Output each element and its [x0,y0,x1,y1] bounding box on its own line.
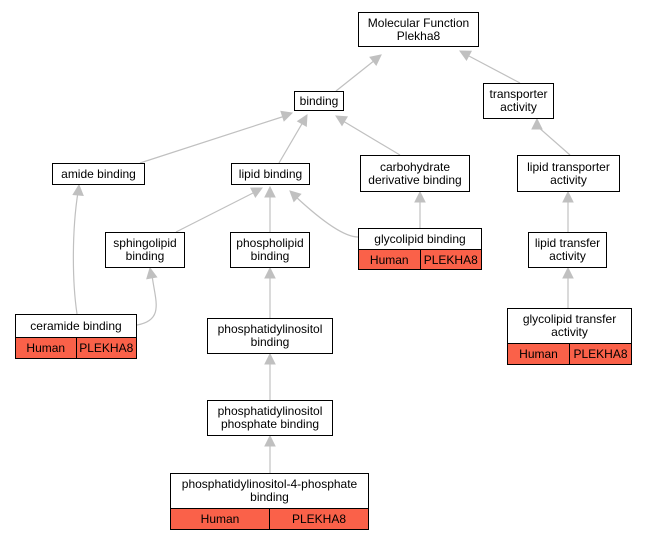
edge-line [342,120,401,156]
node-label: phosphatidylinositol binding [217,322,323,349]
node-label: lipid binding [238,166,303,181]
node-phospholipid-binding[interactable]: phospholipid binding [230,232,310,268]
edge-arrowhead [335,115,348,127]
gene-annotation-glycolipid-binding: Human PLEKHA8 [358,250,482,270]
node-label: phosphatidylinositol-4-phosphate binding [181,477,358,504]
node-label: carbohydrate derivative binding [368,159,462,187]
node-glycolipid-transfer-activity[interactable]: glycolipid transfer activity [507,308,632,344]
edge-line [72,191,79,315]
annotation-species: Human [369,252,409,267]
node-phosphatidylinositol-binding[interactable]: phosphatidylinositol binding [207,318,333,354]
edge-line [294,195,359,238]
node-lipid-binding[interactable]: lipid binding [231,163,310,185]
gene-annotation-ceramide-binding: Human PLEKHA8 [15,338,137,359]
gene-annotation-glycolipid-transfer-activity: Human PLEKHA8 [507,344,632,365]
node-label: binding [299,93,339,108]
edge-arrowhead [264,434,276,447]
edge-arrowhead [531,117,543,130]
annotation-species: Human [200,512,240,526]
gene-annotation-pi4p-binding: Human PLEKHA8 [170,509,369,530]
annotation-species: Human [519,347,558,361]
node-glycolipid-binding[interactable]: glycolipid binding [358,228,482,250]
node-sphingolipid-binding[interactable]: sphingolipid binding [105,232,185,268]
edge-line [139,115,286,164]
edge-arrowhead [414,190,426,203]
annotation-gene: PLEKHA8 [75,338,137,358]
node-ceramide-binding[interactable]: ceramide binding [15,314,137,338]
node-amide-binding[interactable]: amide binding [52,163,145,185]
edge-arrowhead [264,185,276,198]
annotation-species: Human [26,341,66,355]
node-label: phospholipid binding [236,236,304,263]
edge-line [536,125,571,156]
node-molecular-function-root[interactable]: Molecular Function Plekha8 [358,12,479,47]
node-label: lipid transfer activity [534,236,601,263]
annotation-gene: PLEKHA8 [569,344,631,364]
edge-arrowhead [459,50,472,62]
annotation-gene: PLEKHA8 [269,509,368,529]
edge-arrowhead [264,352,276,365]
node-label: transporter activity [489,87,548,114]
edge-arrowhead [296,114,308,127]
edge-line [136,274,157,326]
edge-line [278,121,304,164]
node-phosphatidylinositol-4-phosphate-binding[interactable]: phosphatidylinositol-4-phosphate binding [170,473,369,509]
edge-arrowhead [264,266,276,279]
edge-line [175,191,256,233]
edge-arrowhead [369,54,382,67]
annotation-gene: PLEKHA8 [419,250,482,269]
edge-arrowhead [562,266,574,279]
node-label: glycolipid transfer activity [522,312,617,339]
node-transporter-activity[interactable]: transporter activity [483,83,554,119]
edge-arrowhead [250,187,263,198]
edge-arrowhead [289,190,302,203]
node-label: lipid transporter activity [527,159,610,187]
node-binding[interactable]: binding [294,91,344,111]
edge-line [335,59,376,92]
node-label: amide binding [61,166,136,181]
edge-line [466,54,521,84]
node-carbohydrate-derivative-binding[interactable]: carbohydrate derivative binding [360,155,470,192]
edge-arrowhead [72,183,84,196]
node-label: phosphatidylinositol phosphate binding [217,404,323,431]
node-label: ceramide binding [30,318,122,333]
edge-arrowhead [280,110,294,122]
node-label: sphingolipid binding [113,236,177,263]
edge-arrowhead [146,266,158,280]
node-label: Molecular Function Plekha8 [367,15,470,43]
node-phosphatidylinositol-phosphate-binding[interactable]: phosphatidylinositol phosphate binding [207,400,333,436]
node-label: glycolipid binding [374,231,466,246]
edge-arrowhead [562,190,574,203]
node-lipid-transporter-activity[interactable]: lipid transporter activity [517,155,620,192]
node-lipid-transfer-activity[interactable]: lipid transfer activity [528,232,607,268]
